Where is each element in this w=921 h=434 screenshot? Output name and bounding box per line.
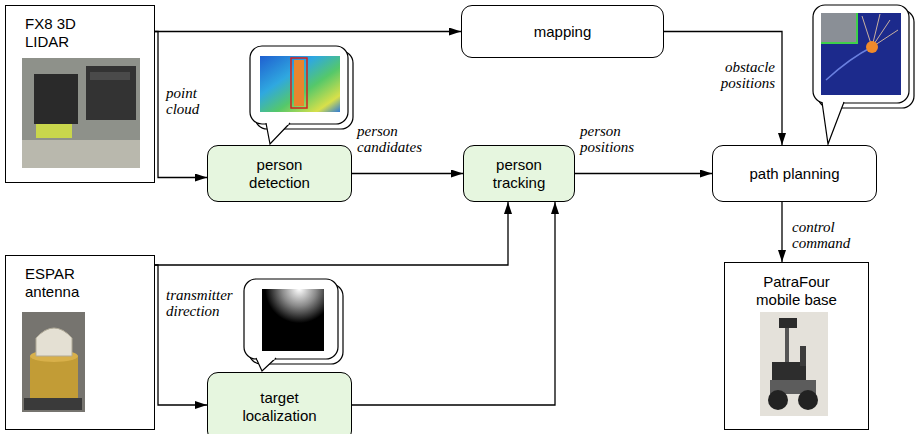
arrow-connector (664, 32, 782, 146)
map-image (821, 13, 901, 95)
process-box: person detection (207, 145, 352, 202)
node-label: path planning (749, 165, 839, 183)
arrow-connector (155, 202, 508, 265)
process-box: person tracking (463, 145, 575, 202)
process-box: mapping (461, 5, 664, 58)
map-robot (866, 41, 878, 53)
sensor-box: FX8 3D LIDAR (5, 5, 155, 183)
robot-wheel (768, 390, 788, 410)
callout-tail (266, 123, 290, 144)
planning-callout (813, 5, 914, 144)
lidar-label (36, 124, 72, 138)
base-photo (760, 312, 828, 416)
detection-callout (250, 46, 353, 144)
callout-shadow (818, 10, 914, 108)
map-free (821, 13, 857, 43)
callout-tail (822, 102, 844, 144)
arrow-connector (575, 173, 712, 174)
map-rays (862, 14, 898, 47)
map-wall (821, 13, 857, 43)
espar-photo (22, 312, 85, 412)
callout-bubble (813, 5, 909, 103)
photo-ground (22, 312, 85, 412)
callout-join (258, 358, 275, 360)
process-box: target localization (207, 372, 352, 434)
robot-sensor (779, 318, 797, 328)
actuator-box: PatraFour mobile base (724, 262, 869, 430)
lidar-photo (22, 58, 140, 168)
process-box: path planning (712, 145, 877, 202)
callout-bubble (250, 46, 348, 124)
edge-label: control command (792, 220, 862, 252)
edge-label: obstacle positions (707, 60, 775, 92)
arrow-connector (352, 173, 463, 174)
lidar-lens (90, 72, 130, 80)
node-label: FX8 3D LIDAR (25, 15, 105, 51)
person-blob (294, 60, 304, 106)
node-label: person detection (235, 156, 325, 192)
robot-back (800, 346, 806, 366)
node-label: person tracking (479, 156, 559, 192)
arrow-connector (352, 202, 555, 405)
arrow-connector (155, 31, 461, 32)
node-label: mapping (534, 23, 592, 41)
callout-join (824, 102, 843, 104)
antenna-base (30, 356, 78, 400)
photo-ground (22, 58, 140, 168)
edge-label: point cloud (166, 86, 214, 118)
arrow-connector (781, 202, 782, 262)
edge-label: person positions (580, 124, 650, 156)
likelihood-image (262, 289, 324, 351)
callout-tail (256, 358, 276, 371)
photo-table (22, 140, 140, 168)
callout-bubble (244, 279, 338, 359)
map-path (826, 47, 872, 80)
robot-wheel (798, 390, 818, 410)
callout-join (268, 123, 289, 125)
photo-ground (760, 312, 828, 416)
node-label: PatraFour mobile base (749, 273, 844, 309)
detection-box (291, 58, 307, 108)
node-label: target localization (230, 389, 330, 425)
photo-shadow (24, 398, 82, 410)
edge-label: transmitter direction (166, 288, 242, 320)
edge-label: person candidates (357, 124, 432, 156)
node-label: ESPAR antenna (25, 265, 95, 301)
arrow-connector (155, 265, 207, 405)
depth-image (260, 56, 340, 112)
lidar-unit (86, 66, 136, 120)
localization-callout (244, 279, 343, 371)
sensor-box: ESPAR antenna (5, 255, 155, 430)
antenna-dome (36, 328, 72, 356)
lidar-unit (34, 74, 78, 124)
